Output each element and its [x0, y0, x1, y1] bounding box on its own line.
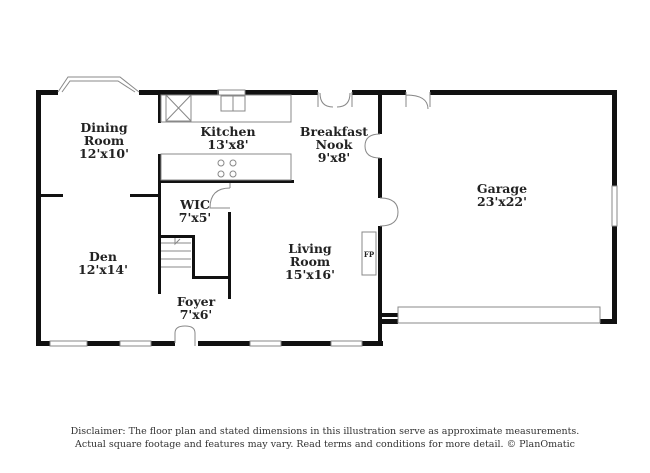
upper-counter — [160, 94, 292, 123]
disclaimer-line-2: Actual square footage and features may v… — [75, 439, 575, 450]
island-counter — [160, 153, 292, 181]
fireplace-label: FP — [363, 250, 375, 259]
garage-entry-door — [405, 92, 431, 110]
garage-window — [611, 185, 618, 227]
fixtures — [49, 76, 618, 347]
bay-window — [57, 76, 140, 93]
wic-door — [209, 183, 231, 209]
nook-door — [364, 133, 381, 159]
garage-door-swing — [379, 197, 399, 227]
overhead-garage-door — [397, 306, 601, 324]
fireplace — [361, 231, 377, 276]
disclaimer-line-1: Disclaimer: The floor plan and stated di… — [70, 426, 580, 437]
walls — [36, 90, 617, 346]
stairs — [161, 238, 191, 268]
nook-french-doors — [317, 92, 353, 108]
kitchen-window — [217, 89, 246, 96]
windows — [49, 340, 363, 347]
front-door — [174, 325, 196, 346]
